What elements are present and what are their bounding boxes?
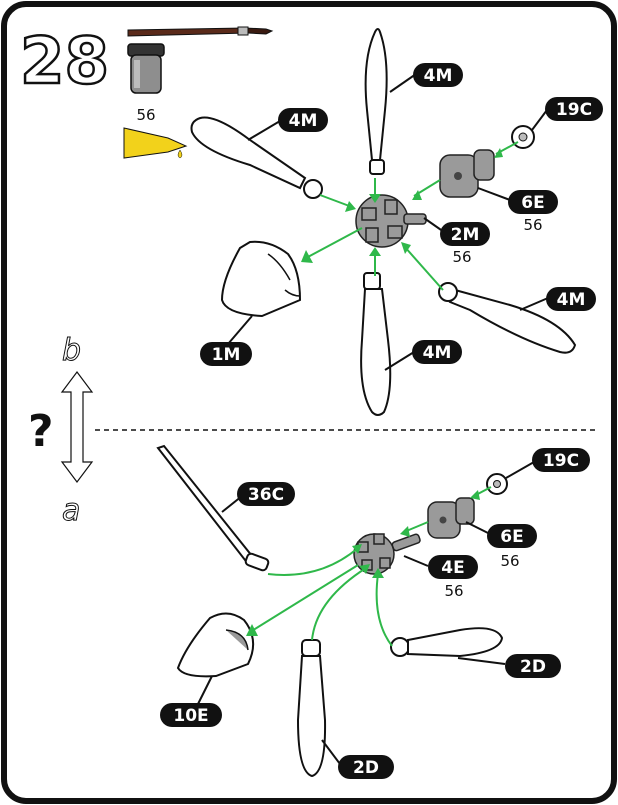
label-4m-bottom: 4M [412, 340, 462, 364]
code-6e-lower: 56 [500, 552, 519, 570]
assembly-arrows-lower [246, 486, 492, 647]
code-6e-upper: 56 [523, 216, 542, 234]
paint-code-label: 56 [136, 106, 155, 124]
propeller-blade-4m-top [364, 28, 388, 175]
svg-text:6E: 6E [521, 193, 544, 213]
svg-text:4E: 4E [441, 558, 464, 578]
label-6e-upper: 6E [508, 190, 558, 214]
paint-pot-icon [127, 43, 165, 94]
option-question-mark: ? [28, 406, 54, 457]
propeller-blade-4m-left [190, 116, 323, 199]
spinner-10e [176, 612, 255, 678]
label-6e-lower: 6E [487, 524, 537, 548]
option-a-label: a [62, 493, 80, 528]
label-19c-lower: 19C [532, 448, 590, 472]
part-6e-lower [427, 497, 475, 539]
double-arrow-icon [60, 371, 94, 483]
glue-tube-icon [123, 127, 188, 159]
part-36c [156, 444, 270, 572]
svg-text:6E: 6E [500, 527, 523, 547]
label-36c: 36C [237, 482, 295, 506]
svg-text:19C: 19C [543, 451, 579, 471]
svg-text:2M: 2M [451, 225, 480, 245]
propeller-blade-2d-vertical [296, 639, 327, 778]
part-6e-upper [439, 149, 495, 198]
propeller-blade-2d-horizontal [390, 627, 504, 658]
propeller-hub-2m [355, 194, 427, 248]
label-2d-right: 2D [505, 654, 561, 678]
svg-text:4M: 4M [423, 343, 452, 363]
svg-text:19C: 19C [556, 100, 592, 120]
label-10e: 10E [160, 703, 222, 727]
paintbrush-icon [127, 26, 274, 37]
label-4m-right: 4M [546, 287, 596, 311]
leader-lines-upper [227, 73, 549, 371]
label-19c-upper: 19C [545, 97, 603, 121]
svg-text:1M: 1M [212, 345, 241, 365]
step-number: 28 [20, 25, 109, 99]
assembly-arrows-upper [301, 141, 519, 291]
option-b-label: b [62, 333, 81, 368]
propeller-blade-4m-right [438, 282, 577, 354]
spinner-1m [220, 240, 302, 318]
svg-text:10E: 10E [173, 706, 208, 726]
code-2m: 56 [452, 248, 471, 266]
svg-text:4M: 4M [289, 111, 318, 131]
svg-text:4M: 4M [424, 66, 453, 86]
label-2m: 2M [440, 222, 490, 246]
svg-text:2D: 2D [353, 758, 379, 778]
code-4e: 56 [444, 582, 463, 600]
svg-text:2D: 2D [520, 657, 546, 677]
part-19c-lower [486, 473, 508, 495]
label-1m: 1M [200, 342, 252, 366]
part-19c-upper [511, 125, 535, 149]
svg-text:4M: 4M [557, 290, 586, 310]
leader-lines-lower [197, 461, 535, 765]
label-4m-top: 4M [413, 63, 463, 87]
label-4e: 4E [428, 555, 478, 579]
label-2d-bottom: 2D [338, 755, 394, 779]
svg-text:36C: 36C [248, 485, 284, 505]
propeller-blade-4m-bottom [360, 272, 392, 416]
label-4m-left: 4M [278, 108, 328, 132]
